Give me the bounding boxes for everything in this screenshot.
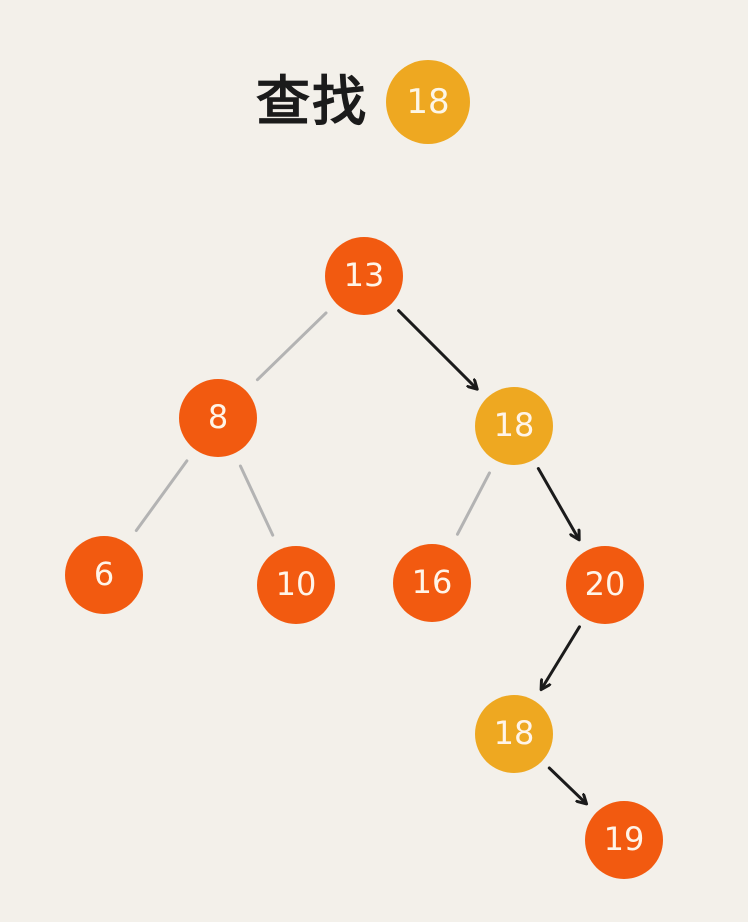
tree-node-circle xyxy=(475,695,553,773)
tree-node-label: 8 xyxy=(208,398,228,436)
search-path-arrow-n20-n18b xyxy=(542,625,581,689)
tree-node-circle xyxy=(257,546,335,624)
tree-node-label: 20 xyxy=(585,565,626,603)
search-path-arrow-n18b-n19 xyxy=(547,766,586,803)
tree-node-circle xyxy=(566,546,644,624)
tree-node-highlighted: 18 xyxy=(475,695,553,773)
tree-edge-n8-n10 xyxy=(238,464,275,537)
tree-edge-n8-n6 xyxy=(134,459,189,532)
tree-node: 10 xyxy=(257,546,335,624)
tree-node-label: 6 xyxy=(94,555,114,593)
tree-node-label: 10 xyxy=(276,565,317,603)
tree-node: 8 xyxy=(179,379,257,457)
tree-node-circle xyxy=(585,801,663,879)
tree-node: 20 xyxy=(566,546,644,624)
tree-node-label: 19 xyxy=(604,820,645,858)
search-path-arrow-n18-n20 xyxy=(536,467,578,539)
tree-node-label: 18 xyxy=(494,714,535,752)
tree-node: 16 xyxy=(393,544,471,622)
tree-edge-n13-n8 xyxy=(255,311,328,382)
tree-node-circle xyxy=(393,544,471,622)
search-target-badge: 18 xyxy=(386,60,470,144)
edge-layer xyxy=(134,309,586,804)
tree-node-highlighted: 18 xyxy=(475,387,553,465)
tree-node: 13 xyxy=(325,237,403,315)
tree-node-label: 18 xyxy=(494,406,535,444)
tree-node: 6 xyxy=(65,536,143,614)
tree-node-label: 13 xyxy=(344,256,385,294)
title: 查找 18 xyxy=(256,60,470,144)
tree-node-circle xyxy=(179,379,257,457)
search-path-arrow-n13-n18 xyxy=(397,309,477,389)
tree-edge-n18-n16 xyxy=(455,471,491,536)
tree-node-circle xyxy=(325,237,403,315)
tree-node-label: 16 xyxy=(412,563,453,601)
node-layer: 13 8 18 6 10 16 20 18 19 xyxy=(65,237,663,879)
tree-node-circle xyxy=(475,387,553,465)
title-text: 查找 xyxy=(256,70,368,133)
tree-node-circle xyxy=(65,536,143,614)
tree-node: 19 xyxy=(585,801,663,879)
